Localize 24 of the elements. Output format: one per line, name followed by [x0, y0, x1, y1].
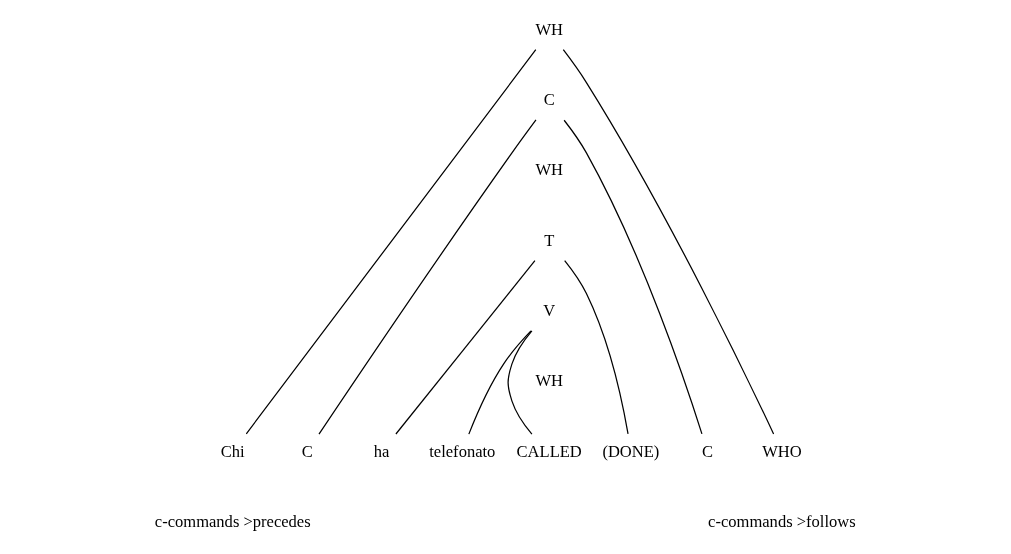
connector — [318, 119, 537, 435]
node-text: C — [543, 90, 555, 110]
node-text: telefonato — [429, 441, 496, 461]
node-text: T — [544, 230, 555, 250]
connector — [468, 330, 532, 435]
node-text: WH — [535, 19, 563, 39]
connector — [564, 260, 629, 435]
node-text: ha — [373, 441, 390, 461]
label: c-commands >precedes — [154, 512, 311, 532]
node-text: WHO — [762, 441, 802, 461]
node-text: V — [543, 301, 556, 321]
connector — [563, 119, 703, 435]
connector — [245, 49, 537, 435]
node-text: C — [301, 441, 313, 461]
node-text: C — [701, 441, 713, 461]
node-text: CALLED — [516, 441, 582, 461]
label: WH — [535, 371, 563, 391]
connector — [395, 260, 536, 435]
node-text: Chi — [220, 441, 245, 461]
connector — [562, 49, 775, 435]
label: c-commands >follows — [708, 512, 856, 532]
label: WH — [535, 160, 563, 180]
node-text: (DONE) — [602, 441, 660, 461]
connector — [507, 330, 533, 435]
